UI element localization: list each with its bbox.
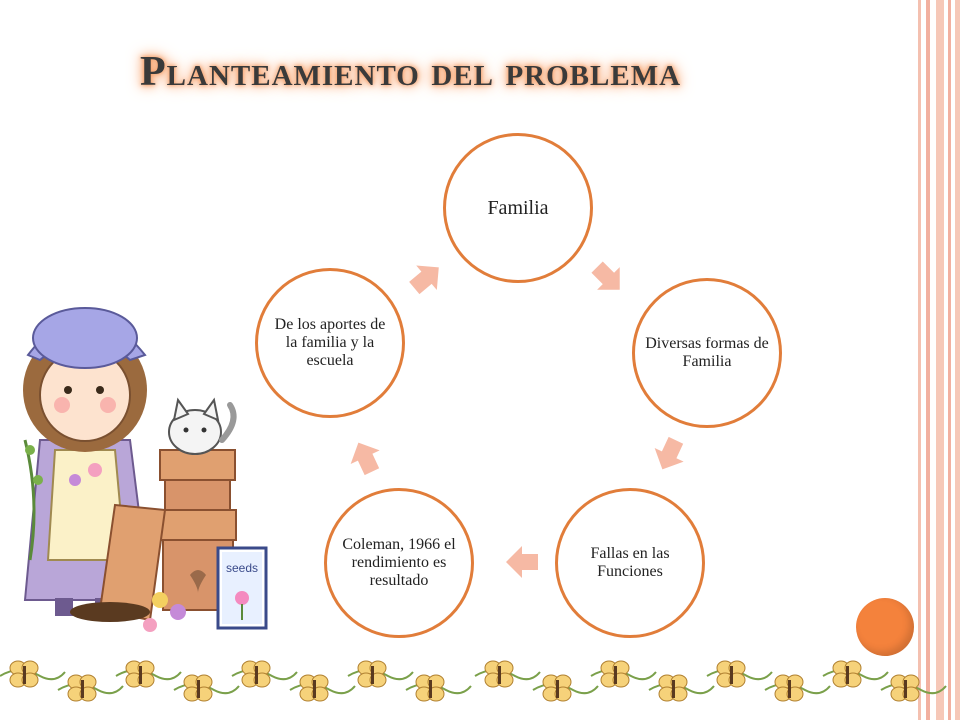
cycle-node-coleman: Coleman, 1966 el rendimiento es resultad… — [324, 488, 474, 638]
cycle-node-fallas: Fallas en las Funciones — [555, 488, 705, 638]
butterfly-icon — [532, 674, 599, 702]
girl-illustration-icon — [23, 307, 152, 616]
arrow-fallas-to-coleman — [506, 546, 538, 578]
butterfly-icon — [57, 674, 124, 702]
cycle-node-label: Coleman, 1966 el rendimiento es resultad… — [342, 536, 456, 589]
butterfly-icon — [880, 674, 947, 702]
butterfly-icon — [822, 660, 889, 688]
accent-circle — [856, 598, 914, 656]
cycle-node-label: Fallas en las Funciones — [590, 545, 670, 580]
butterfly-icon — [648, 674, 715, 702]
cycle-node-aportes: De los aportes de la familia y la escuel… — [255, 268, 405, 418]
arrow-diversas-to-fallas — [654, 436, 684, 470]
butterfly-icon — [289, 674, 356, 702]
butterfly-icon — [706, 660, 773, 688]
frame-line — [926, 0, 930, 720]
arrow-familia-to-diversas — [591, 261, 620, 290]
seed-packet-icon: seeds — [216, 546, 268, 630]
butterfly-vine-border — [0, 660, 947, 702]
butterfly-icon — [405, 674, 472, 702]
butterfly-icon — [590, 660, 657, 688]
cycle-node-label: De los aportes de la familia y la escuel… — [274, 316, 386, 369]
butterfly-icon — [173, 674, 240, 702]
cat-icon — [168, 397, 237, 455]
frame-line — [918, 0, 921, 720]
flower-pot-stack-icon — [70, 449, 237, 622]
seed-packet-label: seeds — [226, 561, 258, 575]
frame-line — [955, 0, 960, 720]
butterfly-icon — [115, 660, 182, 688]
slide-title: Planteamiento del problema — [140, 44, 760, 100]
butterfly-icon — [474, 660, 541, 688]
arrow-aportes-to-familia — [409, 265, 439, 295]
butterfly-icon — [347, 660, 414, 688]
slide-title-text: Planteamiento del problema — [140, 49, 682, 95]
small-flowers-icon — [143, 592, 186, 632]
cycle-node-label: Diversas formas de Familia — [645, 335, 769, 370]
cycle-node-familia: Familia — [443, 133, 593, 283]
butterfly-icon — [0, 660, 66, 688]
butterfly-icon — [231, 660, 298, 688]
cycle-node-label: Familia — [487, 197, 549, 219]
frame-line — [936, 0, 944, 720]
frame-line — [948, 0, 951, 720]
cycle-node-diversas: Diversas formas de Familia — [632, 278, 782, 428]
arrow-coleman-to-aportes — [350, 442, 380, 476]
butterfly-icon — [764, 674, 831, 702]
